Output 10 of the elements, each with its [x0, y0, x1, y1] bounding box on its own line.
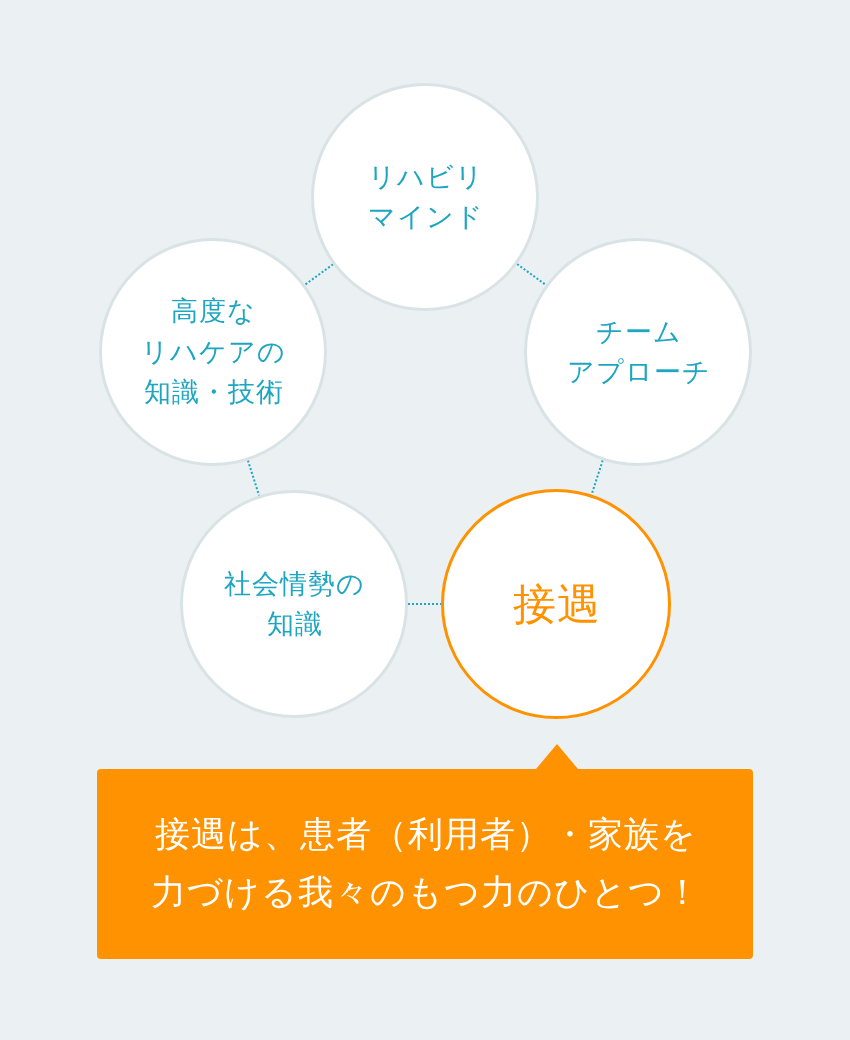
- circle-node: 社会情勢の知識: [180, 490, 408, 718]
- circle-node: リハビリマインド: [311, 83, 539, 311]
- dotted-connector: [590, 459, 604, 496]
- circle-node: チームアプローチ: [524, 238, 752, 466]
- circle-node: 接遇: [441, 489, 671, 719]
- dotted-connector: [516, 263, 547, 286]
- callout-box: 接遇は、患者（利用者）・家族を力づける我々のもつ力のひとつ！: [97, 744, 753, 959]
- circle-node: 高度なリハケアの知識・技術: [99, 238, 327, 466]
- dotted-connector: [246, 459, 261, 497]
- dotted-connector: [304, 263, 334, 286]
